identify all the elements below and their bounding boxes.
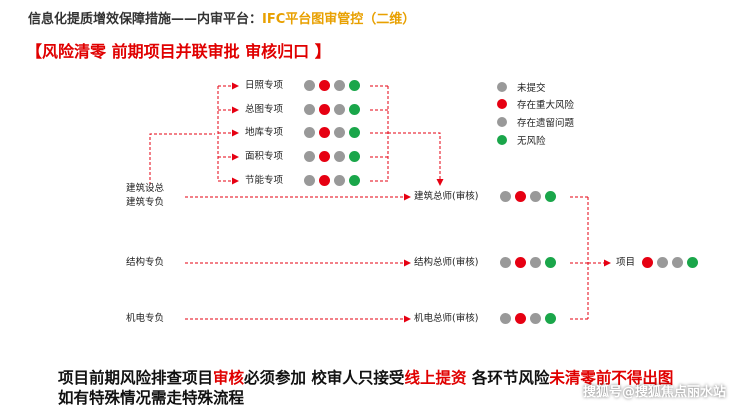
page-title-highlight: IFC平台图审管控（二维） (262, 12, 416, 27)
bottom-text: 必须参加 校审人只接受 (244, 369, 405, 387)
red-status-dot-icon (515, 257, 526, 268)
lead-architecture: 建筑设总 建筑专负 (126, 182, 164, 210)
legend-label: 存在重大风险 (517, 100, 575, 111)
green-status-dot-icon (349, 151, 360, 162)
gray-status-dot-icon (500, 257, 511, 268)
red-status-dot-icon (515, 191, 526, 202)
gray-dot-icon (497, 117, 507, 127)
special-item-basement: 地库专项 (245, 127, 284, 138)
special-item-area: 面积专项 (245, 151, 284, 162)
legend-item-no-risk: 无风险 (497, 133, 546, 147)
bottom-text: 项目前期风险排查项目 (58, 369, 214, 387)
red-status-dot-icon (319, 80, 330, 91)
bottom-text: 各环节风险 (466, 369, 550, 387)
legend-item-not-submitted: 未提交 (497, 80, 546, 94)
special-item-site-plan-status (304, 104, 360, 115)
gray-dot-icon (497, 82, 507, 92)
green-status-dot-icon (545, 257, 556, 268)
green-status-dot-icon (349, 175, 360, 186)
green-status-dot-icon (687, 257, 698, 268)
gray-status-dot-icon (304, 151, 315, 162)
red-status-dot-icon (319, 127, 330, 138)
special-item-area-status (304, 151, 360, 162)
gray-status-dot-icon (304, 80, 315, 91)
bottom-line-2: 如有特殊情况需走特殊流程 (58, 389, 245, 407)
gray-status-dot-icon (334, 151, 345, 162)
red-status-dot-icon (319, 151, 330, 162)
gray-status-dot-icon (530, 257, 541, 268)
legend-label: 未提交 (517, 83, 546, 94)
gray-status-dot-icon (530, 191, 541, 202)
watermark: 搜狐号@搜狐焦点丽水站 (582, 385, 726, 400)
chief-structure: 结构总师(审核) (414, 257, 479, 268)
bottom-text-highlight: 未清零前不得出图 (549, 369, 674, 387)
gray-status-dot-icon (304, 175, 315, 186)
gray-status-dot-icon (500, 191, 511, 202)
page-title: 信息化提质增效保障措施——内审平台：IFC平台图审管控（二维） (28, 8, 415, 27)
red-dot-icon (497, 99, 507, 109)
lead-architecture-line2: 建筑专负 (126, 197, 165, 208)
special-item-basement-status (304, 127, 360, 138)
gray-status-dot-icon (500, 313, 511, 324)
green-status-dot-icon (349, 80, 360, 91)
gray-status-dot-icon (530, 313, 541, 324)
green-status-dot-icon (349, 104, 360, 115)
page-subtitle: 【风险清零 前期项目并联审批 审核归口 】 (26, 42, 331, 61)
gray-status-dot-icon (334, 104, 345, 115)
gray-status-dot-icon (304, 127, 315, 138)
chief-mep: 机电总师(审核) (414, 313, 479, 324)
special-item-sunlight-status (304, 80, 360, 91)
legend-item-remaining-issues: 存在遗留问题 (497, 115, 574, 129)
legend-label: 存在遗留问题 (517, 118, 575, 129)
red-status-dot-icon (642, 257, 653, 268)
legend-label: 无风险 (517, 136, 546, 147)
project-label: 项目 (616, 257, 636, 268)
lead-structure: 结构专负 (126, 257, 165, 268)
gray-status-dot-icon (334, 80, 345, 91)
bottom-text-highlight: 审核 (213, 369, 245, 387)
legend-item-major-risk: 存在重大风险 (497, 97, 574, 111)
special-item-site-plan: 总图专项 (245, 104, 284, 115)
chief-architecture-status (500, 191, 556, 202)
gray-status-dot-icon (672, 257, 683, 268)
green-status-dot-icon (545, 313, 556, 324)
project-status (642, 257, 698, 268)
special-item-sunlight: 日照专项 (245, 80, 284, 91)
arrow-special-to-arch-chief (388, 132, 444, 186)
chief-architecture: 建筑总师(审核) (414, 191, 479, 202)
green-status-dot-icon (545, 191, 556, 202)
gray-status-dot-icon (657, 257, 668, 268)
gray-status-dot-icon (304, 104, 315, 115)
green-status-dot-icon (349, 127, 360, 138)
lead-architecture-line1: 建筑设总 (126, 183, 165, 194)
bottom-statement: 项目前期风险排查项目审核必须参加 校审人只接受线上提资 各环节风险未清零前不得出… (58, 368, 673, 408)
lead-mep: 机电专负 (126, 313, 165, 324)
green-dot-icon (497, 135, 507, 145)
chief-mep-status (500, 313, 556, 324)
gray-status-dot-icon (334, 175, 345, 186)
arrow-lead-to-special (149, 133, 215, 185)
page-title-prefix: 信息化提质增效保障措施——内审平台： (28, 12, 263, 27)
special-item-energy: 节能专项 (245, 175, 284, 186)
bottom-line-1: 项目前期风险排查项目审核必须参加 校审人只接受线上提资 各环节风险未清零前不得出… (58, 368, 673, 388)
special-item-energy-status (304, 175, 360, 186)
red-status-dot-icon (515, 313, 526, 324)
bottom-text-highlight: 线上提资 (404, 369, 467, 387)
red-status-dot-icon (319, 175, 330, 186)
chief-structure-status (500, 257, 556, 268)
red-status-dot-icon (319, 104, 330, 115)
gray-status-dot-icon (334, 127, 345, 138)
